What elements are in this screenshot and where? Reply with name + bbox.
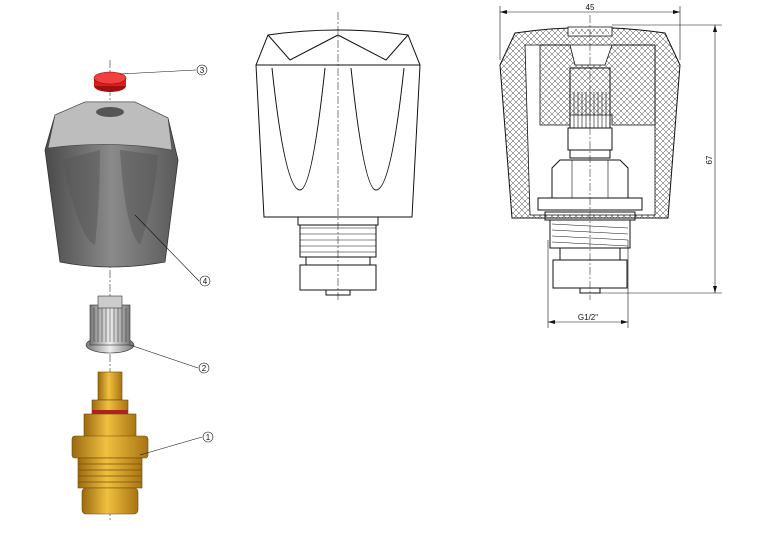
exploded-view: 3 4 2 1 xyxy=(44,60,214,520)
cartridge-part xyxy=(71,371,149,515)
callout-3: 3 xyxy=(119,64,208,76)
dimension-width: 45 xyxy=(499,3,681,60)
cap-part xyxy=(93,71,127,92)
callout-4: 4 xyxy=(134,214,211,287)
svg-text:4: 4 xyxy=(203,277,208,286)
svg-text:1: 1 xyxy=(206,433,211,442)
callout-2: 2 xyxy=(129,344,210,374)
section-view xyxy=(499,15,681,300)
svg-text:G1/2": G1/2" xyxy=(578,313,598,322)
handle-part xyxy=(44,101,179,268)
dimension-height: 67 xyxy=(600,24,722,294)
svg-text:2: 2 xyxy=(202,364,207,373)
spline-part xyxy=(85,295,135,354)
elevation-view xyxy=(255,12,421,300)
svg-text:67: 67 xyxy=(705,155,714,164)
dimension-thread: G1/2" xyxy=(547,240,629,328)
svg-text:45: 45 xyxy=(586,3,595,12)
callout-1: 1 xyxy=(139,431,214,456)
svg-text:3: 3 xyxy=(200,66,205,75)
